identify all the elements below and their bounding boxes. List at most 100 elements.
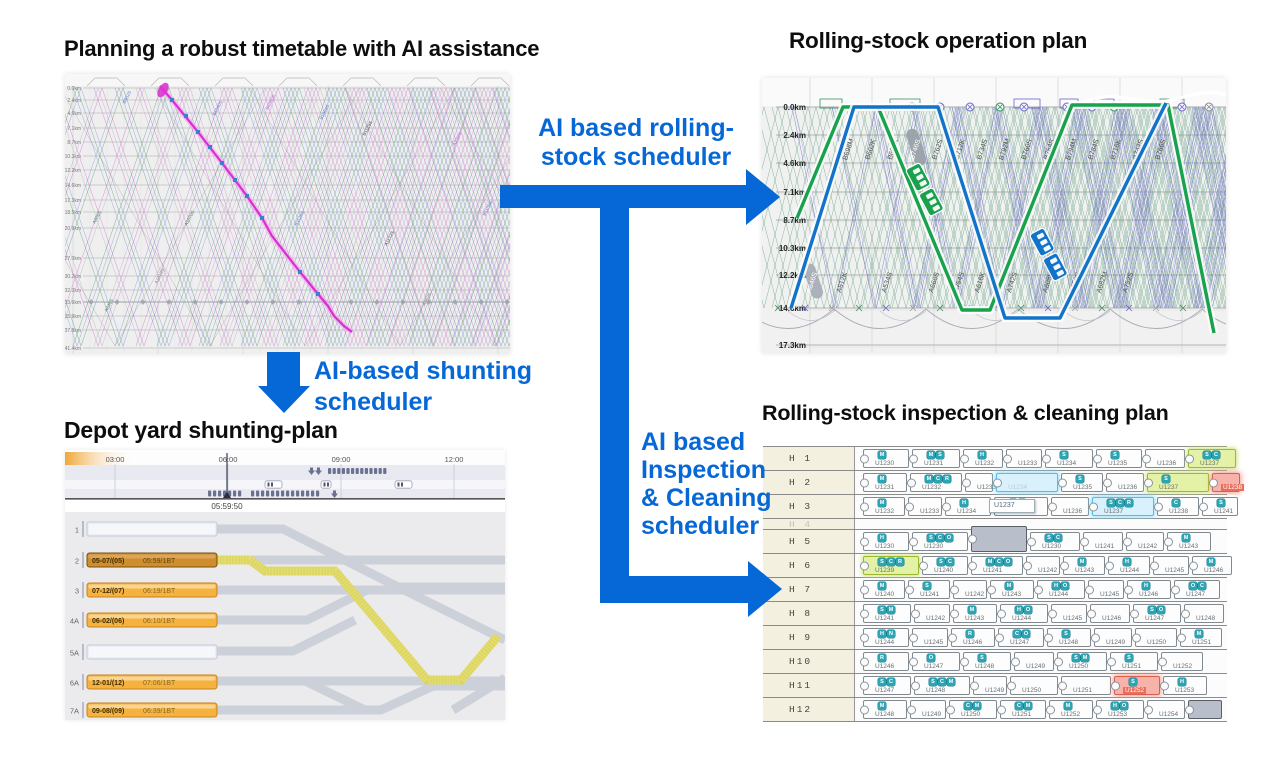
unit-block-U1249[interactable]: U1249	[910, 700, 946, 719]
shunting-scheduler-label-line2: scheduler	[314, 388, 433, 416]
unit-block-U1234[interactable]: U1234	[996, 473, 1058, 492]
unit-block-U1233[interactable]: U1233	[1006, 449, 1042, 468]
unit-block-U1233[interactable]: U1233	[908, 497, 942, 516]
unit-block-U1242[interactable]: U1242	[1126, 532, 1164, 551]
cursor-time-label: 05:59:50	[211, 502, 243, 511]
unit-block-U1242[interactable]: U1242	[1026, 556, 1060, 575]
highlighted-shunting-route[interactable]	[217, 555, 502, 685]
inspection-type-icon: M	[1081, 654, 1089, 662]
unit-label: U1238	[1169, 508, 1189, 515]
unit-block-U1249[interactable]: U1249	[1014, 652, 1054, 671]
unit-block-U1236[interactable]: U1236	[1051, 497, 1089, 516]
unit-block-U1250[interactable]: U1250	[1135, 628, 1177, 647]
unit-block-U1249[interactable]: U1249	[973, 676, 1007, 695]
unit-block-U1252[interactable]: U1252	[1161, 652, 1203, 671]
shunting-bar-4A[interactable]	[86, 612, 218, 628]
unit-block-U1236[interactable]: U1236	[1106, 473, 1144, 492]
shunting-bar-6A[interactable]	[86, 674, 218, 690]
unit-block-U1246[interactable]: U1246	[1090, 604, 1130, 623]
unit-block-U1245[interactable]: U1245	[1153, 556, 1189, 575]
unit-block-U1251[interactable]: U1251	[1061, 676, 1111, 695]
green-duty-path[interactable]	[795, 103, 1216, 334]
unit-block-U1254[interactable]: U1254	[1147, 700, 1185, 719]
shunting-bar-3[interactable]	[86, 582, 218, 598]
unit-block-U1249[interactable]: U1249	[1094, 628, 1132, 647]
blue-duty-path[interactable]	[789, 102, 1168, 320]
unit-block-U1236[interactable]: U1236	[1145, 449, 1185, 468]
unit-block-gray[interactable]	[971, 526, 1027, 552]
unit-block-U1245[interactable]: U1245	[912, 628, 948, 647]
unit-block-U1242[interactable]: U1242	[953, 580, 987, 599]
inspection-type-icon: S	[1072, 654, 1080, 662]
unit-block-U1238[interactable]: U1238	[1212, 473, 1245, 492]
unit-block-U1233[interactable]: U1233	[965, 473, 996, 492]
shunting-bar-7A[interactable]	[86, 702, 218, 718]
unit-block-U1245[interactable]: U1245	[1051, 604, 1087, 623]
inspection-type-icon: M	[878, 499, 886, 507]
shunting-bar-2[interactable]	[86, 552, 218, 568]
unit-label: U1252	[1173, 663, 1193, 670]
unit-block-U1245[interactable]: U1245	[1088, 580, 1124, 599]
train-car-icon	[251, 490, 255, 497]
unit-block-U1248[interactable]: U1248	[1184, 604, 1224, 623]
unit-block-gray[interactable]	[1188, 700, 1222, 719]
unit-block-U1250[interactable]: U1250	[1010, 676, 1058, 695]
unit-block-U1241[interactable]: U1241	[1083, 532, 1123, 551]
unit-block-U1242[interactable]: U1242	[914, 604, 950, 623]
